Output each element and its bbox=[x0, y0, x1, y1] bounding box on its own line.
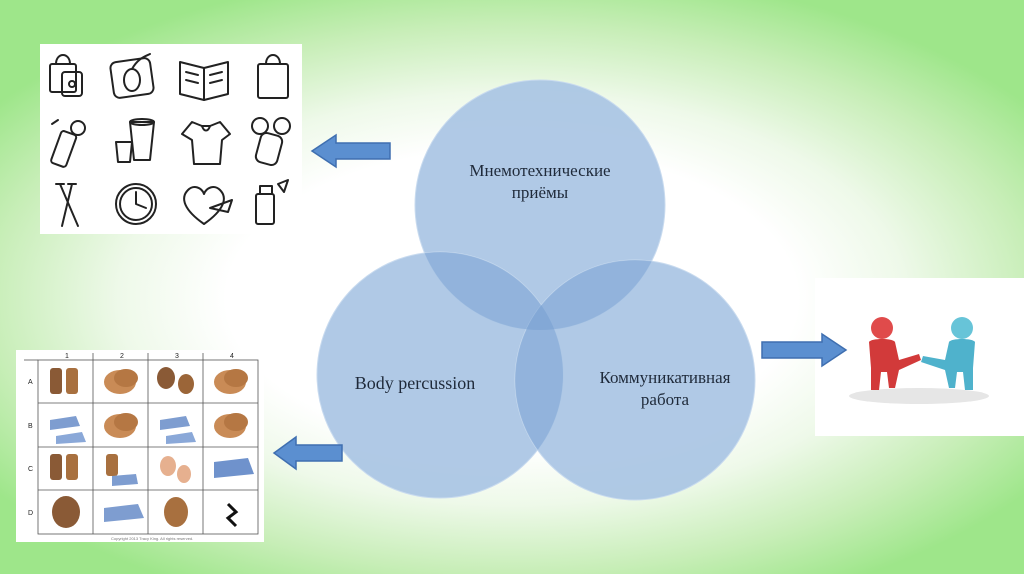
cups-icon bbox=[115, 118, 155, 163]
stomp-icon bbox=[160, 416, 196, 444]
stomp-icon bbox=[214, 458, 254, 478]
legs-pat-icon bbox=[50, 454, 78, 480]
lighter-icon bbox=[255, 179, 289, 225]
legs-pat-icon bbox=[50, 368, 78, 394]
snap-icon bbox=[164, 497, 188, 527]
body-percussion-grid-panel: 1 2 3 4 A B C D Copyright 2013 Tracy Kin… bbox=[16, 350, 264, 542]
stomp-icon bbox=[50, 416, 86, 444]
mouse-icon bbox=[109, 53, 155, 99]
arrow-to-grid bbox=[272, 435, 343, 471]
stomp-icon bbox=[104, 504, 144, 522]
clap-icon bbox=[104, 413, 138, 438]
mirror-icon bbox=[251, 117, 291, 166]
icons-picture-panel bbox=[40, 44, 302, 234]
body-percussion-grid: 1 2 3 4 A B C D Copyright 2013 Tracy Kin… bbox=[24, 353, 259, 541]
grid-row-c: C bbox=[28, 466, 33, 473]
arrow-to-people bbox=[761, 332, 848, 368]
label-body-percussion: Body percussion bbox=[354, 373, 476, 393]
clap-icon bbox=[214, 413, 248, 438]
heart-icon bbox=[183, 186, 233, 225]
grid-col-2: 2 bbox=[120, 353, 124, 360]
tshirt-icon bbox=[181, 121, 231, 165]
grid-row-d: D bbox=[28, 510, 33, 517]
overlap-mnemo-body bbox=[415, 252, 563, 330]
grid-row-a: A bbox=[28, 379, 33, 386]
bag-icon bbox=[257, 54, 289, 99]
rest-icon bbox=[225, 502, 239, 528]
lighter-icon bbox=[50, 119, 86, 168]
stomp-legs-icon bbox=[106, 454, 138, 486]
blue-person-icon bbox=[921, 317, 975, 390]
clap-icon bbox=[214, 369, 248, 394]
icons-illustration bbox=[49, 53, 291, 227]
snap-icon bbox=[160, 456, 191, 483]
pens-icon bbox=[55, 183, 79, 227]
overlap-mnemo-comm bbox=[515, 260, 665, 330]
people-handshake-icon bbox=[849, 317, 989, 404]
snap-icon bbox=[52, 496, 80, 528]
book-icon bbox=[179, 61, 229, 101]
red-person-icon bbox=[869, 317, 921, 390]
grid-col-1: 1 bbox=[65, 353, 69, 360]
snap-icon bbox=[157, 367, 194, 394]
shopping-bag-icon bbox=[49, 54, 83, 97]
clock-icon bbox=[115, 183, 157, 225]
clap-icon bbox=[104, 369, 138, 394]
grid-row-b: B bbox=[28, 423, 33, 430]
grid-copyright: Copyright 2013 Tracy King. All rights re… bbox=[111, 536, 193, 541]
grid-col-3: 3 bbox=[175, 353, 179, 360]
grid-col-4: 4 bbox=[230, 353, 234, 360]
arrow-to-icons bbox=[310, 133, 391, 169]
people-handshake-panel bbox=[815, 278, 1024, 436]
